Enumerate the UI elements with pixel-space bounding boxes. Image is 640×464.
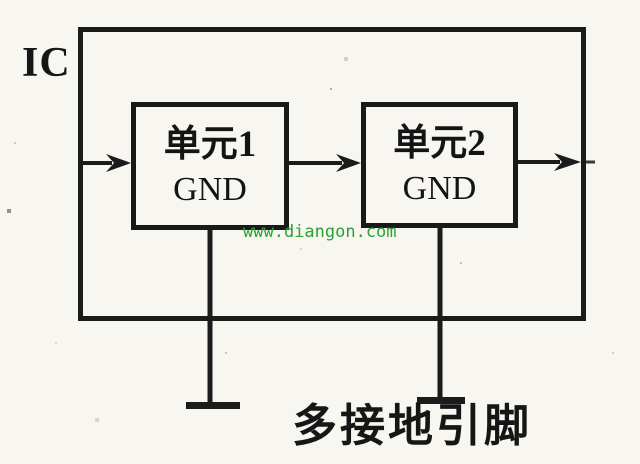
ic-label: IC — [22, 40, 71, 86]
scan-noise-speckles — [0, 0, 2, 2]
unit1-gnd-label: GND — [173, 170, 247, 208]
unit1-box: 单元1 GND — [131, 102, 289, 230]
ground1-symbol-icon — [186, 402, 240, 409]
ic-outer-box — [78, 27, 586, 321]
unit2-title: 单元2 — [393, 122, 486, 164]
unit1-title: 单元1 — [163, 123, 257, 165]
watermark-text: www.diangon.com — [243, 222, 397, 242]
unit2-gnd-label: GND — [402, 169, 477, 207]
caption-multi-ground-pins: 多接地引脚 — [292, 401, 533, 451]
unit2-box: 单元2 GND — [361, 102, 518, 228]
